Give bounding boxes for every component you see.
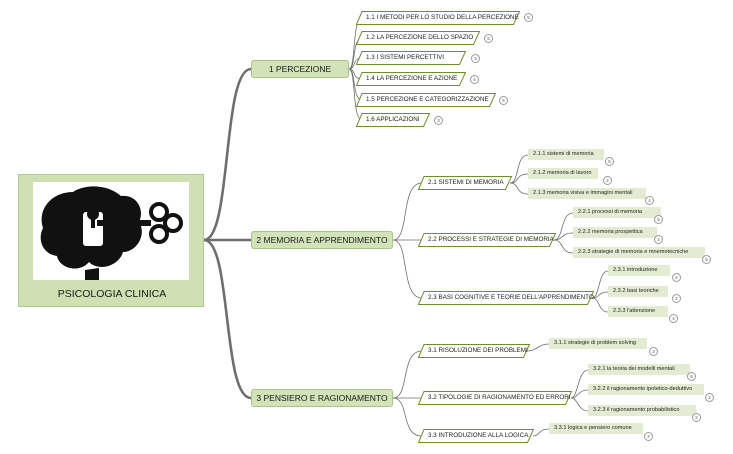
topic-memoria-apprendimento[interactable]: 2 MEMORIA E APPRENDIMENTO	[251, 231, 393, 249]
leaf-2-2-1[interactable]: 2.2.1 processi di memoria	[573, 207, 661, 218]
subtopic-3-2[interactable]: 3.2 TIPOLOGIE DI RAGIONAMENTO ED ERRORI	[417, 391, 573, 405]
subtopic-label: 3.3 INTRODUZIONE ALLA LOGICA	[428, 432, 529, 439]
child-count-badge[interactable]: 5	[499, 96, 508, 105]
child-count-badge[interactable]: 5	[605, 157, 614, 166]
subtopic-label: 2.2 PROCESSI E STRATEGIE DI MEMORIA	[428, 236, 554, 243]
subtopic-1-4[interactable]: 1.4 LA PERCEZIONE E AZIONE	[355, 72, 467, 86]
child-count-badge[interactable]: 3	[649, 347, 658, 356]
subtopic-2-3[interactable]: 2.3 BASI COGNITIVE E TEORIE DELL'APPREND…	[417, 291, 595, 305]
child-count-badge[interactable]: 2	[672, 294, 681, 303]
leaf-3-2-3[interactable]: 3.2.3 il ragionamento probabilistico	[588, 405, 696, 416]
subtopic-label: 1.4 LA PERCEZIONE E AZIONE	[366, 75, 458, 82]
child-count-badge[interactable]: 4	[470, 75, 479, 84]
leaf-3-2-1[interactable]: 3.2.1 la teoria dei modelli mentali	[588, 364, 690, 375]
child-count-badge[interactable]: 5	[524, 13, 533, 22]
subtopic-label: 3.1 RISOLUZIONE DEI PROBLEMI	[428, 347, 528, 354]
subtopic-label: 2.3 BASI COGNITIVE E TEORIE DELL'APPREND…	[428, 294, 594, 301]
topic-percezione[interactable]: 1 PERCEZIONE	[251, 60, 349, 78]
leaf-3-2-2[interactable]: 3.2.2 il ragionamento ipotetico-deduttiv…	[588, 384, 704, 395]
child-count-badge[interactable]: 4	[669, 314, 678, 323]
subtopic-1-3[interactable]: 1.3 I SISTEMI PERCETTIVI	[355, 51, 467, 65]
subtopic-label: 1.5 PERCEZIONE E CATEGORIZZAZIONE	[366, 96, 489, 103]
subtopic-label: 1.2 LA PERCEZIONE DELLO SPAZIO	[366, 34, 474, 41]
child-count-badge[interactable]: 6	[687, 372, 696, 381]
subtopic-3-1[interactable]: 3.1 RISOLUZIONE DEI PROBLEMI	[417, 344, 531, 358]
child-count-badge[interactable]: 2	[705, 393, 714, 402]
leaf-2-3-1[interactable]: 2.3.1 introduzione	[608, 265, 670, 276]
subtopic-label: 2.1 SISTEMI DI MEMORIA	[428, 179, 504, 186]
subtopic-label: 1.1 I METODI PER LO STUDIO DELLA PERCEZI…	[366, 14, 519, 21]
root-label: PSICOLOGIA CLINICA	[57, 288, 167, 300]
child-count-badge[interactable]: 2	[692, 413, 701, 422]
leaf-2-1-3[interactable]: 2.1.3 memoria visiva e immagini mentali	[528, 188, 646, 199]
topic-pensiero-ragionamento[interactable]: 3 PENSIERO E RAGIONAMENTO	[251, 389, 393, 407]
child-count-badge[interactable]: 5	[702, 255, 711, 264]
subtopic-1-2[interactable]: 1.2 LA PERCEZIONE DELLO SPAZIO	[355, 31, 481, 45]
child-count-badge[interactable]: 2	[644, 432, 653, 441]
subtopic-1-5[interactable]: 1.5 PERCEZIONE E CATEGORIZZAZIONE	[355, 93, 497, 107]
child-count-badge[interactable]: 3	[434, 116, 443, 125]
subtopic-label: 3.2 TIPOLOGIE DI RAGIONAMENTO ED ERRORI	[428, 394, 571, 401]
child-count-badge[interactable]: 5	[471, 54, 480, 63]
child-count-badge[interactable]: 5	[484, 34, 493, 43]
subtopic-3-3[interactable]: 3.3 INTRODUZIONE ALLA LOGICA	[417, 429, 535, 443]
child-count-badge[interactable]: 5	[654, 215, 663, 224]
brain-key-icon	[33, 182, 189, 280]
leaf-3-1-1[interactable]: 3.1.1 strategie di problem solving	[549, 338, 647, 349]
leaf-3-3-1[interactable]: 3.3.1 logica e pensiero comune	[549, 423, 643, 434]
subtopic-1-6[interactable]: 1.6 APPLICAZIONI	[355, 113, 431, 127]
subtopic-2-2[interactable]: 2.2 PROCESSI E STRATEGIE DI MEMORIA	[417, 233, 557, 247]
leaf-2-3-2[interactable]: 2.3.2 basi teoriche	[608, 286, 668, 297]
leaf-2-1-2[interactable]: 2.1.2 memoria di lavoro	[528, 168, 598, 179]
leaf-2-2-2[interactable]: 2.2.2 memoria prospettica	[573, 227, 657, 238]
child-count-badge[interactable]: 4	[654, 235, 663, 244]
child-count-badge[interactable]: 4	[645, 196, 654, 205]
subtopic-2-1[interactable]: 2.1 SISTEMI DI MEMORIA	[417, 176, 513, 190]
leaf-2-1-1[interactable]: 2.1.1 sistemi di memoria	[528, 149, 604, 160]
child-count-badge[interactable]: 4	[672, 273, 681, 282]
root-node[interactable]: PSICOLOGIA CLINICA	[18, 174, 204, 307]
subtopic-label: 1.3 I SISTEMI PERCETTIVI	[366, 54, 445, 61]
leaf-2-3-3[interactable]: 2.3.3 l'attenzione	[608, 306, 668, 317]
leaf-2-2-3[interactable]: 2.2.3 strategie di memoria e mnemotecnic…	[573, 247, 705, 258]
child-count-badge[interactable]: 2	[603, 176, 612, 185]
subtopic-1-1[interactable]: 1.1 I METODI PER LO STUDIO DELLA PERCEZI…	[355, 11, 521, 25]
subtopic-label: 1.6 APPLICAZIONI	[366, 116, 420, 123]
